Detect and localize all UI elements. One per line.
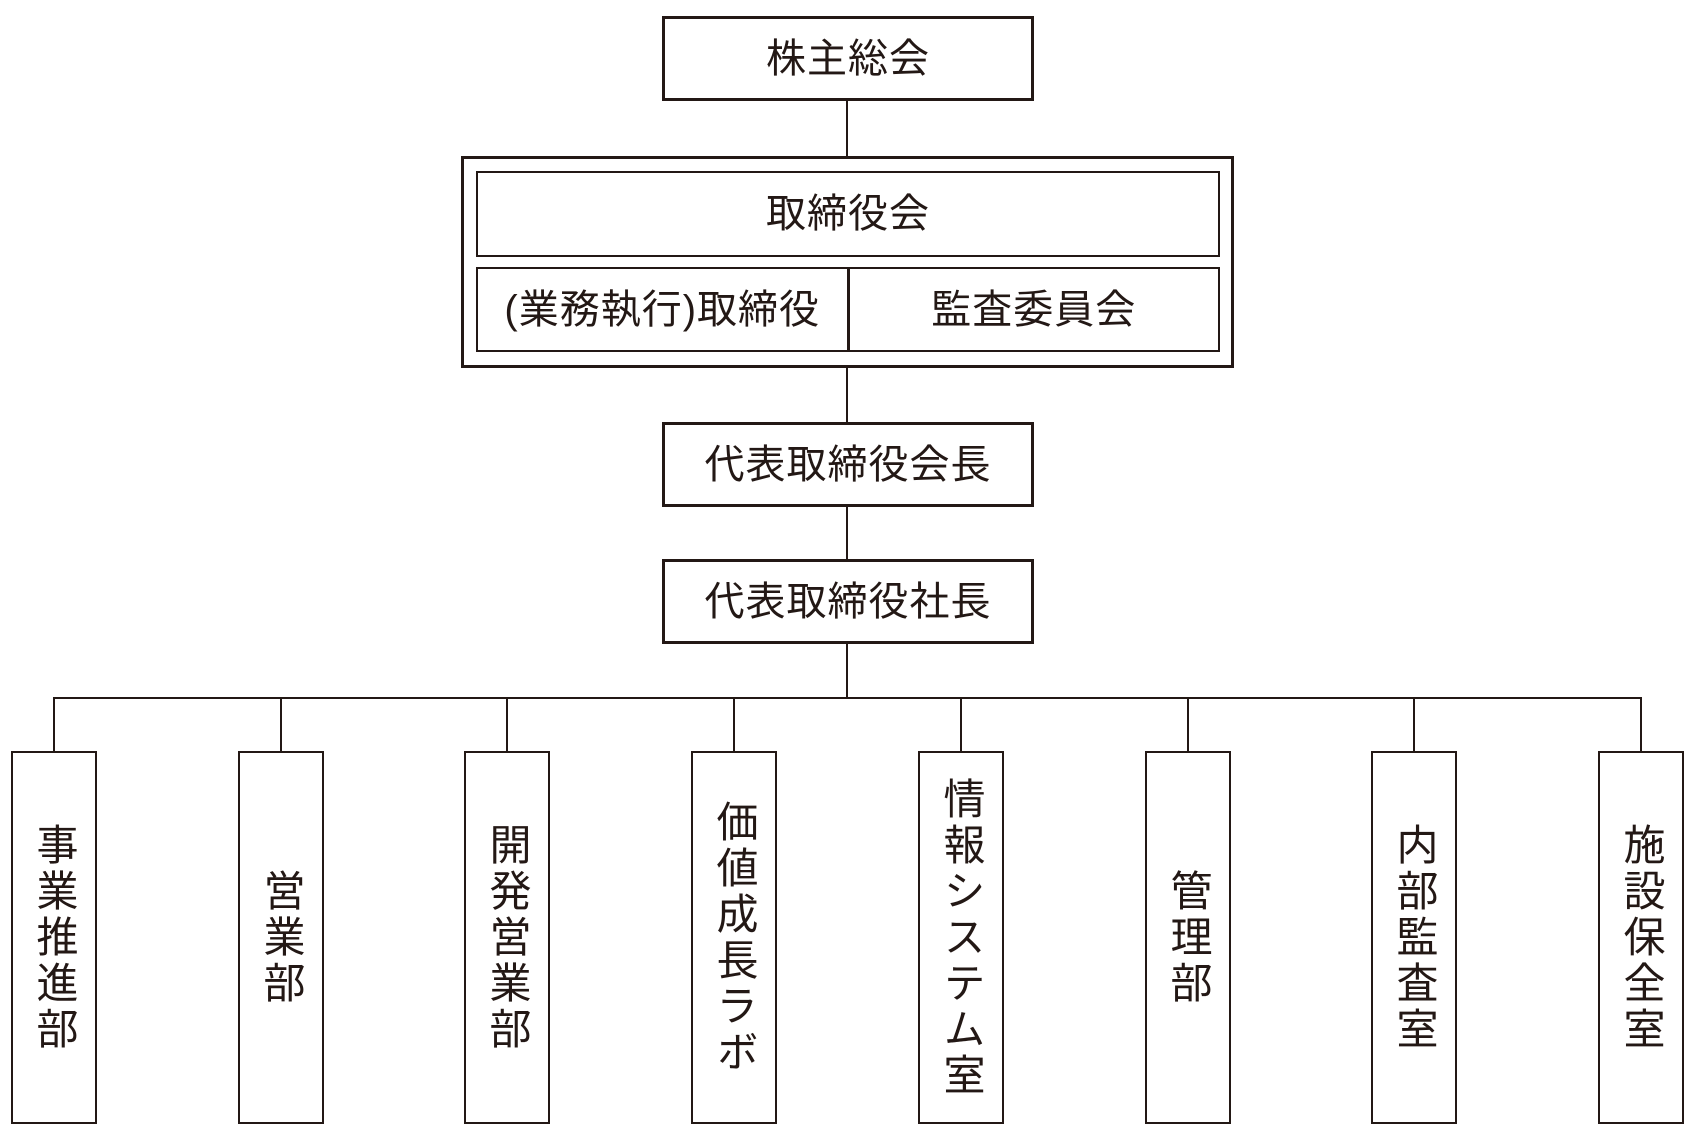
dept-business-promotion: 事業推進部 [11, 751, 97, 1124]
connector-stub-administration [1187, 698, 1189, 752]
connector-trunk-line [53, 697, 1642, 699]
connector-president-to-trunk [846, 643, 848, 699]
connector-board-to-chairman [846, 367, 848, 423]
connector-chairman-to-president [846, 506, 848, 560]
connector-stub-business-promotion [53, 698, 55, 752]
board-sub-row: (業務執行)取締役 監査委員会 [476, 267, 1220, 352]
node-board-of-directors: 取締役会 [476, 171, 1220, 257]
dept-value-growth-lab: 価値成長ラボ [691, 751, 777, 1124]
node-representative-president: 代表取締役社長 [662, 559, 1034, 644]
connector-stub-value-growth-lab [733, 698, 735, 752]
dept-information-systems: 情報システム室 [918, 751, 1004, 1124]
connector-stub-information-systems [960, 698, 962, 752]
dept-development-sales: 開発営業部 [464, 751, 550, 1124]
node-executive-directors: (業務執行)取締役 [478, 269, 850, 350]
dept-sales: 営業部 [238, 751, 324, 1124]
node-audit-committee: 監査委員会 [931, 287, 1137, 332]
dept-internal-audit: 内部監査室 [1371, 751, 1457, 1124]
connector-stub-internal-audit [1413, 698, 1415, 752]
dept-administration: 管理部 [1145, 751, 1231, 1124]
connector-stub-development-sales [506, 698, 508, 752]
connector-stub-facility-maintenance [1640, 698, 1642, 752]
connector-shareholders-to-board [846, 101, 848, 157]
node-representative-chairman: 代表取締役会長 [662, 422, 1034, 507]
node-shareholders-meeting: 株主総会 [662, 16, 1034, 101]
dept-facility-maintenance: 施設保全室 [1598, 751, 1684, 1124]
connector-stub-sales [280, 698, 282, 752]
